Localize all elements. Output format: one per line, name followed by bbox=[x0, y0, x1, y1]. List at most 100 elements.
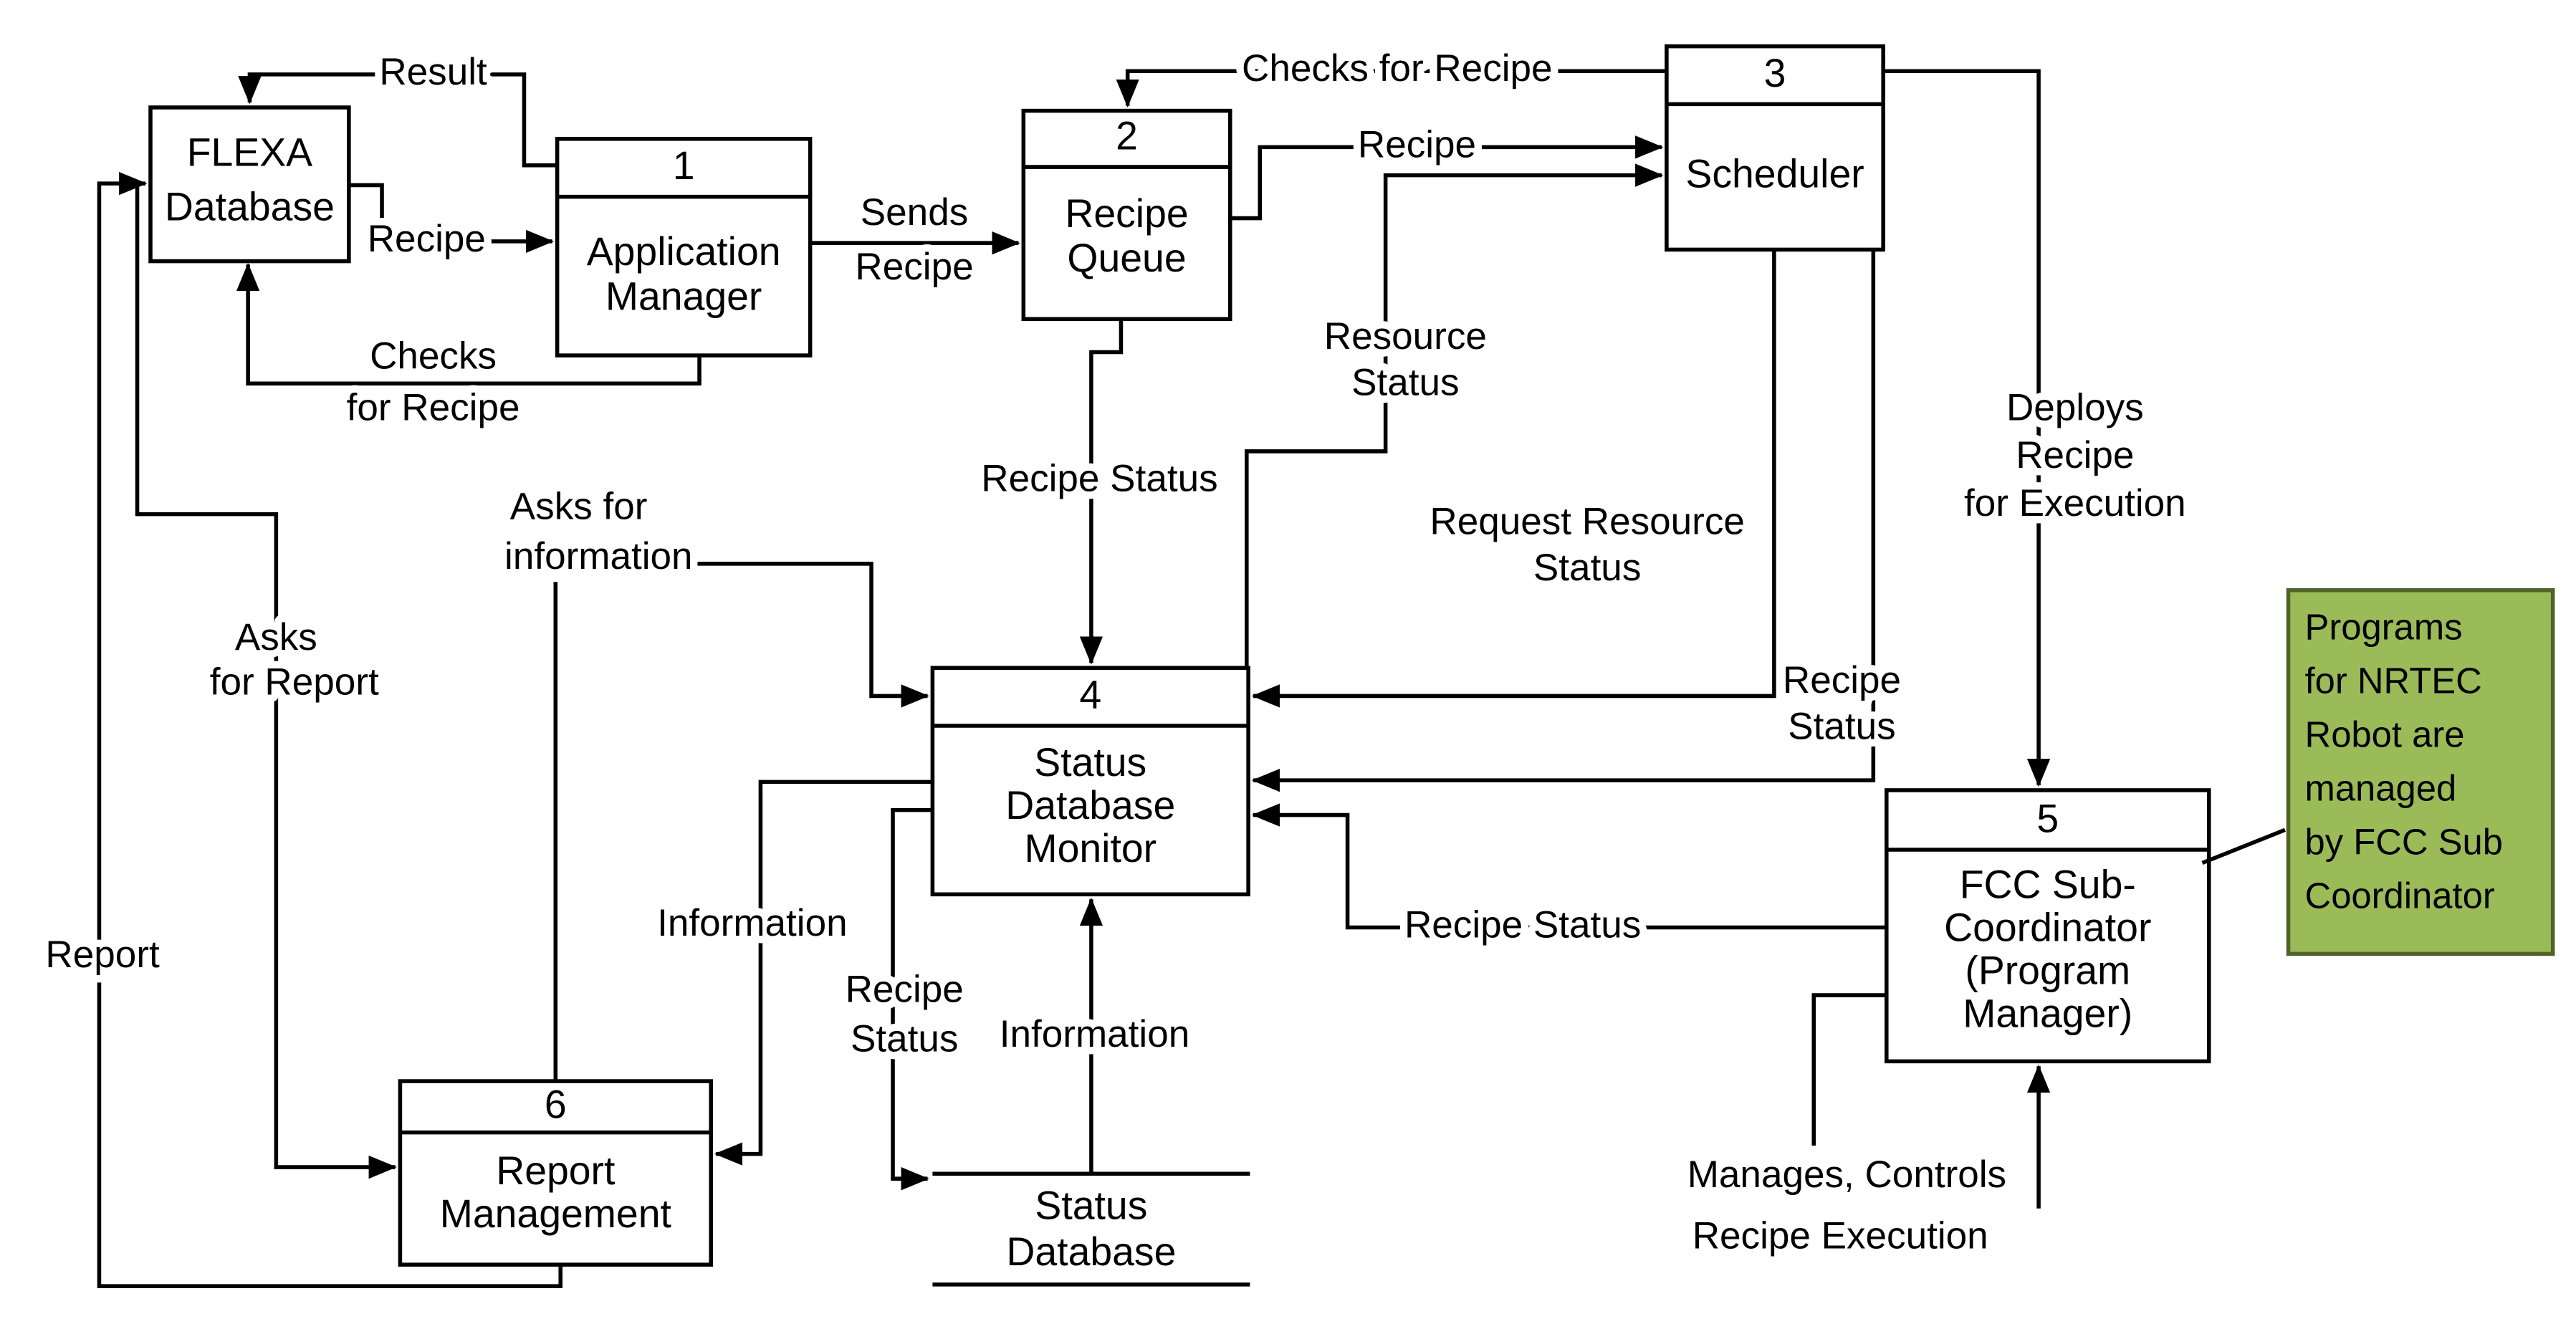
flow-label-resource_status: Status bbox=[1351, 362, 1459, 404]
flow-label-asks_info: Asks for bbox=[510, 486, 648, 528]
annotation-box bbox=[2286, 587, 2555, 956]
process-box-p4 bbox=[930, 666, 1250, 897]
process-number: 4 bbox=[1079, 672, 1101, 716]
flow-label-checks_am_flexa: for Recipe bbox=[347, 386, 520, 428]
flow-line-recipe_status_fcc_mon bbox=[1251, 803, 1887, 930]
external-box-flexa bbox=[148, 105, 351, 264]
flow-line-recipe_status_queue_mon bbox=[1079, 319, 1124, 665]
flow-label-request_resource_status: Request Resource bbox=[1430, 500, 1744, 542]
annotation-connector bbox=[2201, 828, 2286, 865]
process-label: Scheduler bbox=[1685, 152, 1864, 196]
external-label: Database bbox=[165, 185, 335, 229]
flow-label-request_resource_status: Status bbox=[1533, 547, 1641, 589]
flow-checks_am_flexa: Checks for Recipe bbox=[236, 262, 702, 436]
flow-label-deploys: Deploys bbox=[2006, 386, 2144, 428]
process-label: Database bbox=[1005, 783, 1175, 828]
process-number: 6 bbox=[545, 1083, 567, 1127]
flow-label-result: Result bbox=[379, 51, 487, 93]
flow-line-request_resource_status bbox=[1251, 249, 1776, 708]
process-label: Report bbox=[496, 1148, 615, 1193]
flow-asks_info: Asks for information bbox=[497, 478, 927, 1082]
flow-label-asks_info: information bbox=[504, 535, 693, 577]
flow-label-recipe_status_fcc_mon: Recipe Status bbox=[1404, 903, 1641, 946]
process-label: Status bbox=[1034, 740, 1146, 785]
annotation-text: by FCC Sub bbox=[2305, 822, 2503, 863]
flow-label-recipe_status_sched_mon: Recipe bbox=[1783, 659, 1901, 701]
flow-label-report: Report bbox=[45, 934, 160, 976]
flow-label-recipe_queue_sched: Recipe bbox=[1358, 123, 1476, 166]
flow-label-deploys: Recipe bbox=[2016, 434, 2134, 476]
process-box-p6 bbox=[398, 1079, 713, 1267]
process-label: (Program bbox=[1965, 949, 2130, 993]
flow-line-resource_status bbox=[1245, 163, 1664, 668]
process-box-p5 bbox=[1885, 788, 2211, 1064]
flow-label-asks_report: Asks bbox=[235, 616, 317, 658]
flow-label-checks_sched_queue: Checks for Recipe bbox=[1242, 47, 1553, 90]
process-box-p2 bbox=[1021, 108, 1232, 322]
flow-line-report bbox=[97, 171, 563, 1288]
flow-line-checks_sched_queue bbox=[1116, 69, 1667, 107]
process-label: Application bbox=[587, 229, 781, 274]
flow-label-recipe_status_queue_mon: Recipe Status bbox=[981, 457, 1217, 499]
annotation-text: managed bbox=[2305, 768, 2457, 809]
flow-report: Report bbox=[38, 171, 563, 1288]
process-box-p1 bbox=[555, 137, 813, 358]
flow-recipe_status_queue_mon: Recipe Status bbox=[974, 319, 1225, 665]
flow-recipe_status_fcc_mon: Recipe Status bbox=[1251, 803, 1887, 954]
flow-label-recipe_status_mon_store: Recipe bbox=[846, 968, 964, 1010]
process-box-p3 bbox=[1665, 44, 1885, 252]
flow-label-resource_status: Resource bbox=[1324, 315, 1487, 358]
annotation-text: Coordinator bbox=[2305, 875, 2495, 916]
store-label: Database bbox=[1006, 1229, 1176, 1274]
flow-checks_sched_queue: Checks for Recipe bbox=[1116, 40, 1667, 107]
process-label: Manager) bbox=[1963, 992, 2132, 1036]
process-label: Coordinator bbox=[1944, 906, 2151, 950]
flow-label-sends_recipe: Recipe bbox=[855, 246, 973, 288]
flow-recipe_queue_sched: Recipe bbox=[1230, 116, 1664, 221]
flow-information_mon_report: Information bbox=[650, 779, 933, 1166]
flow-label-asks_report: for Report bbox=[210, 661, 379, 703]
flow-label-information_store_mon: Information bbox=[1000, 1013, 1189, 1055]
process-label: Management bbox=[440, 1191, 671, 1236]
process-number: 2 bbox=[1116, 113, 1138, 158]
flow-line-checks_am_flexa bbox=[236, 262, 702, 386]
process-number: 3 bbox=[1764, 51, 1786, 95]
flow-line-deploys bbox=[1883, 69, 2051, 787]
flow-line-manages bbox=[1811, 993, 2039, 1209]
process-number: 1 bbox=[673, 143, 695, 188]
process-label: Manager bbox=[605, 274, 762, 318]
store-label: Status bbox=[1035, 1183, 1147, 1227]
flow-label-recipe_status_sched_mon: Status bbox=[1788, 706, 1895, 748]
flow-label-manages: Recipe Execution bbox=[1692, 1214, 1988, 1257]
flow-label-recipe_status_mon_store: Status bbox=[851, 1018, 958, 1060]
flow-label-recipe_flexa_am: Recipe bbox=[368, 218, 486, 260]
flow-line-result bbox=[238, 72, 557, 168]
flow-label-information_mon_report: Information bbox=[657, 902, 847, 944]
process-label: Monitor bbox=[1024, 826, 1157, 870]
process-label: Queue bbox=[1067, 236, 1186, 280]
annotation-text: for NRTEC bbox=[2305, 661, 2482, 701]
flow-line-recipe_flexa_am bbox=[348, 183, 555, 254]
flow-label-checks_am_flexa: Checks bbox=[370, 335, 497, 378]
flow-line-asks_report bbox=[135, 183, 397, 1179]
process-number: 5 bbox=[2036, 796, 2059, 840]
flow-line-recipe_queue_sched bbox=[1230, 135, 1664, 221]
flow-information_store_mon: Information bbox=[992, 897, 1197, 1174]
flow-line-recipe_status_sched_mon bbox=[1251, 249, 1876, 792]
